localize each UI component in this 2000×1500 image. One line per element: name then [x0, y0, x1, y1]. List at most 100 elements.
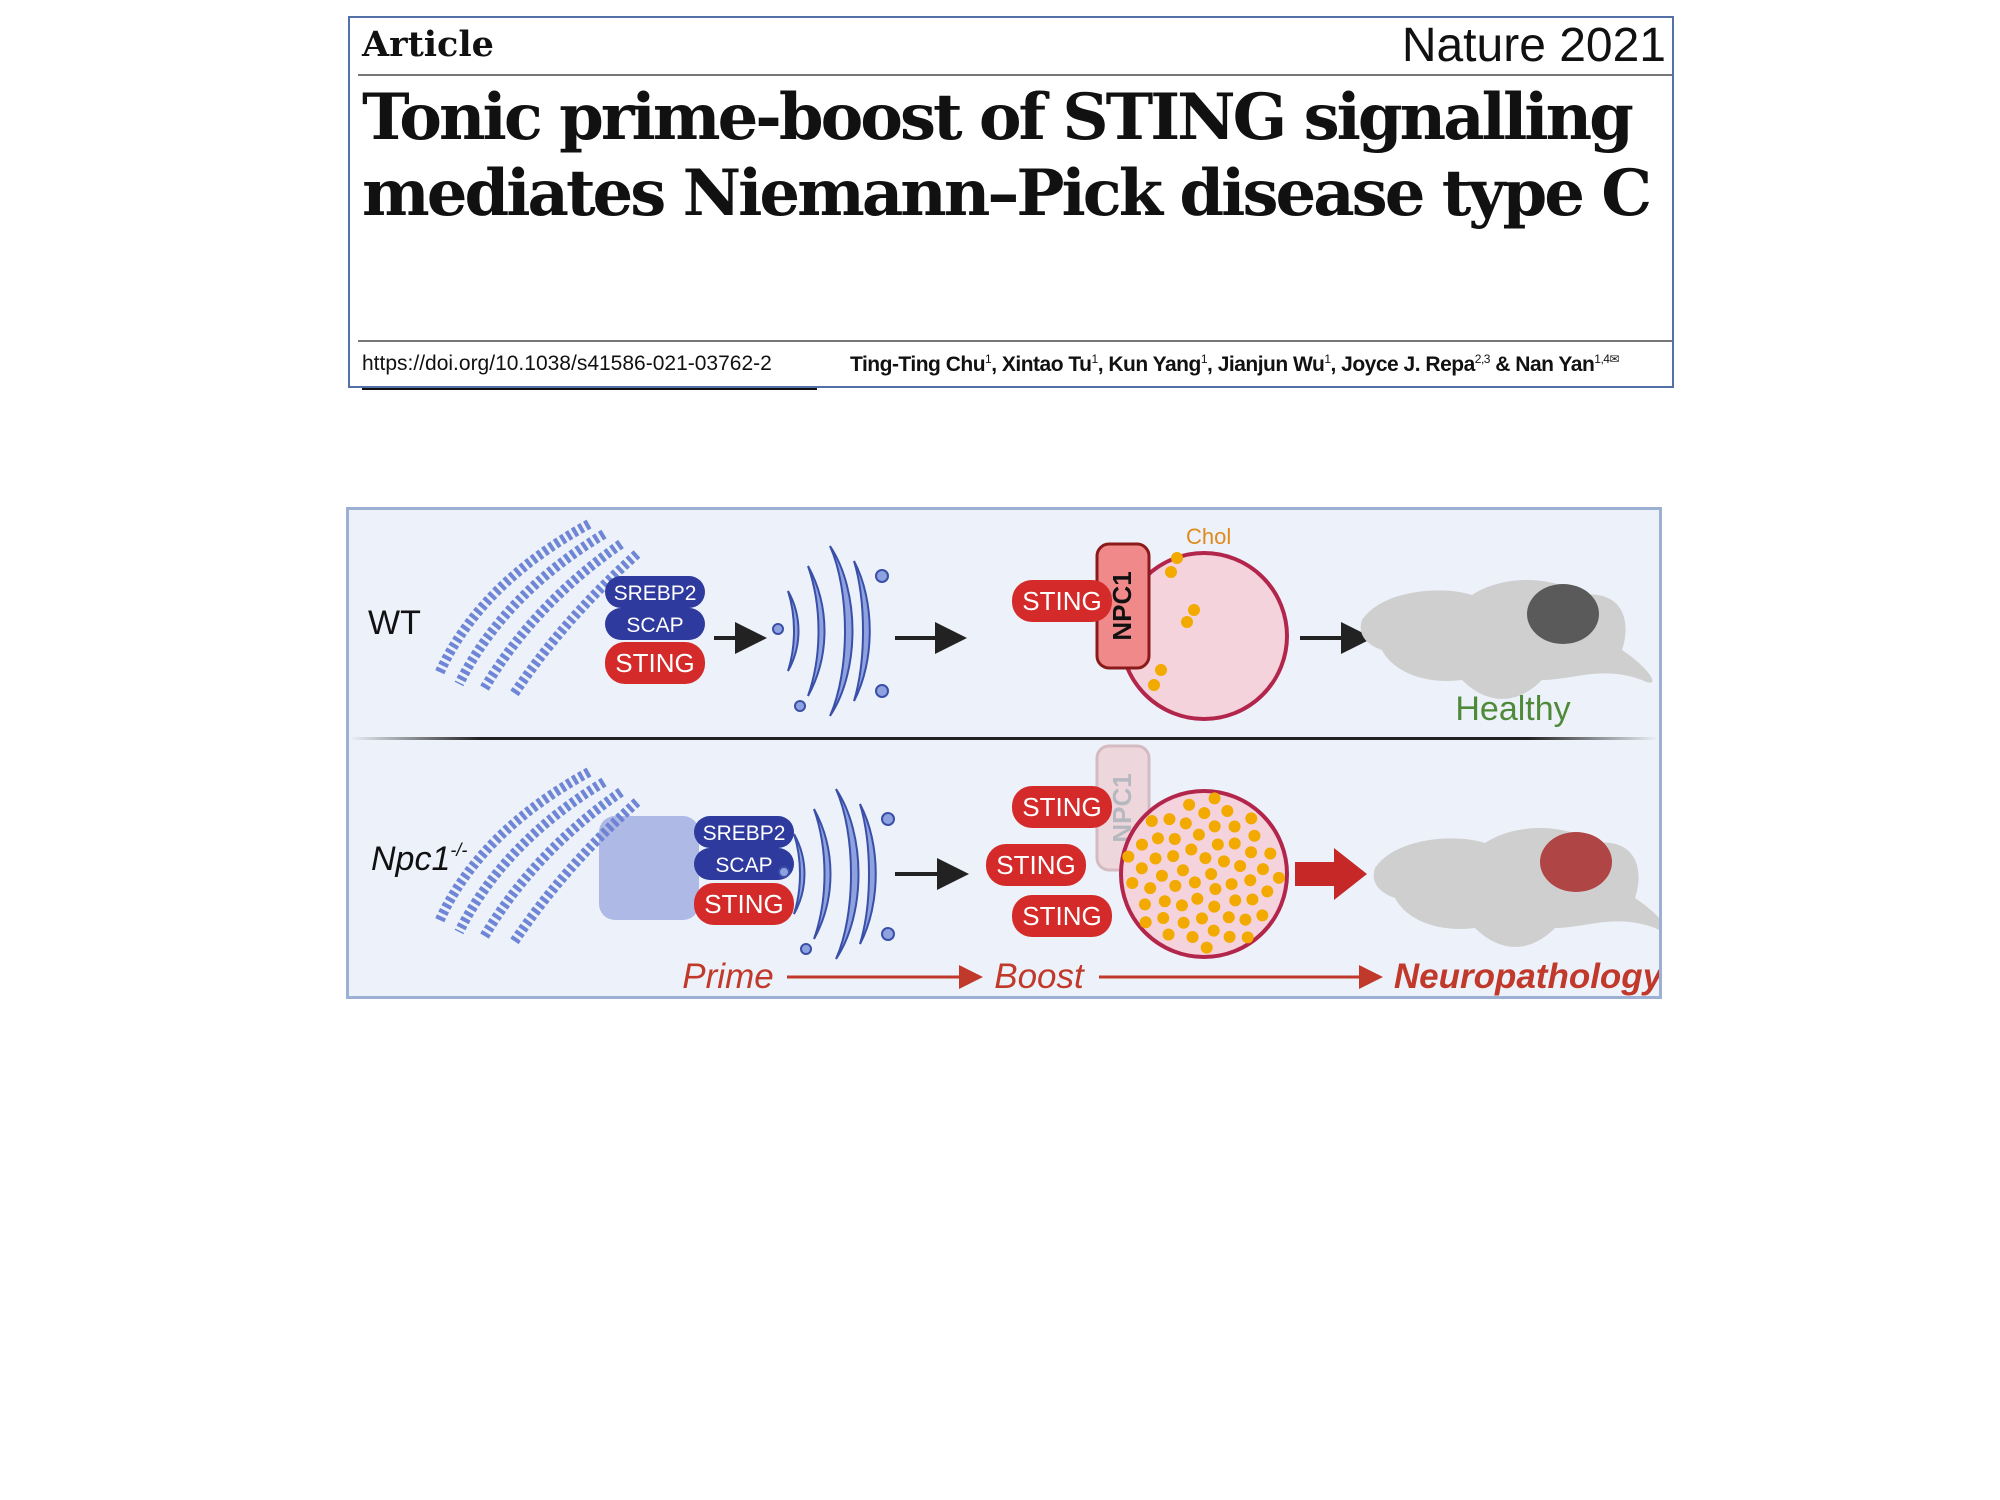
svg-text:STING: STING: [996, 850, 1075, 880]
cholesterol-dot: [1167, 850, 1180, 863]
cholesterol-dot: [1138, 898, 1151, 911]
srebp2-pill: SREBP2: [605, 576, 705, 608]
cholesterol-dot: [1144, 882, 1157, 895]
cholesterol-dot: [1208, 900, 1221, 913]
cholesterol-dot: [1176, 864, 1189, 877]
prime-label: Prime: [682, 957, 773, 996]
author-name: Jianjun Wu: [1217, 353, 1325, 376]
svg-text:STING: STING: [1022, 792, 1101, 822]
cholesterol-dot: [1149, 852, 1162, 865]
boost-label: Boost: [994, 957, 1085, 996]
svg-text:STING: STING: [615, 648, 694, 678]
cholesterol-dot: [1211, 838, 1224, 851]
cholesterol-dot: [1256, 909, 1269, 922]
protein-trail: [599, 816, 699, 920]
cholesterol-dot: [1199, 852, 1212, 865]
cholesterol-dot: [1223, 930, 1236, 943]
svg-text:STING: STING: [1022, 901, 1101, 931]
svg-text:SREBP2: SREBP2: [614, 582, 697, 605]
graphical-abstract: WT SREBP2 SCAP STING NPC1 STING Chol Hea…: [346, 507, 1662, 999]
cholesterol-dot: [1272, 871, 1285, 884]
cholesterol-dot: [1195, 912, 1208, 925]
cholesterol-dot: [1244, 874, 1257, 887]
cholesterol-dot: [1208, 792, 1221, 805]
cholesterol-dot: [1155, 869, 1168, 882]
healthy-label: Healthy: [1455, 690, 1570, 728]
cerebellum-icon: [1540, 832, 1612, 892]
cholesterol-dot: [1217, 855, 1230, 868]
cholesterol-dot: [1126, 876, 1139, 889]
cholesterol-dot: [1228, 820, 1241, 833]
cholesterol-dot: [1145, 815, 1158, 828]
figure-canvas: WT SREBP2 SCAP STING NPC1 STING Chol Hea…: [349, 510, 1659, 996]
article-header: Article Nature 2021 Tonic prime-boost of…: [348, 16, 1674, 390]
sting-pill: STING: [605, 642, 705, 684]
cholesterol-accumulation-icon: [1122, 792, 1285, 954]
cholesterol-dot: [1208, 820, 1221, 833]
cholesterol-dot: [1168, 832, 1181, 845]
author-list: Ting-Ting Chu1, Xintao Tu1, Kun Yang1, J…: [850, 352, 1620, 377]
article-title: Tonic prime-boost of STING signalling me…: [362, 80, 1662, 232]
brain-icon: [1373, 828, 1659, 947]
cholesterol-dot: [1207, 924, 1220, 937]
golgi-icon: [778, 788, 895, 960]
cholesterol-dot: [1177, 916, 1190, 929]
cholesterol-dot: [1239, 913, 1252, 926]
cholesterol-dot: [1163, 813, 1176, 826]
author-affiliation: 2,3: [1474, 352, 1491, 366]
sting-pill: STING: [1012, 580, 1112, 622]
big-arrow-icon: [1295, 848, 1367, 900]
cholesterol-dot: [1225, 878, 1238, 891]
cholesterol-dot: [1256, 863, 1269, 876]
author-affiliation: 1: [1200, 352, 1208, 366]
author-separator: ,: [1207, 353, 1218, 376]
brain-icon: [1360, 580, 1653, 699]
cholesterol-dot: [1122, 850, 1135, 863]
title-line-2: mediates Niemann–Pick disease type C: [362, 156, 1652, 231]
cerebellum-icon: [1527, 584, 1599, 644]
cholesterol-dot: [1135, 862, 1148, 875]
cholesterol-dot: [1157, 912, 1170, 925]
svg-text:STING: STING: [1022, 586, 1101, 616]
sting-pill: STING: [694, 883, 794, 925]
cholesterol-dot: [1264, 847, 1277, 860]
npc1-mutant-label: Npc1-/-: [371, 840, 467, 878]
author-separator: ,: [991, 353, 1002, 376]
svg-text:SREBP2: SREBP2: [703, 822, 786, 845]
cholesterol-dot: [1158, 895, 1171, 908]
envelope-icon[interactable]: ✉: [1609, 352, 1620, 366]
cholesterol-dot: [1209, 882, 1222, 895]
cholesterol-dot: [1245, 812, 1258, 825]
svg-text:SCAP: SCAP: [626, 614, 683, 637]
cholesterol-dot: [1221, 805, 1234, 818]
doi-link[interactable]: https://doi.org/10.1038/s41586-021-03762…: [362, 352, 817, 390]
author-affiliation: 1: [1091, 352, 1099, 366]
cholesterol-dot: [1222, 911, 1235, 924]
cholesterol-dot: [1179, 817, 1192, 830]
cholesterol-dot: [1175, 899, 1188, 912]
cholesterol-dot: [1229, 894, 1242, 907]
divider: [358, 340, 1672, 342]
author-affiliation: 1,4: [1594, 352, 1610, 366]
cholesterol-dot: [1192, 828, 1205, 841]
cholesterol-icon: [1148, 552, 1200, 691]
cholesterol-dot: [1169, 879, 1182, 892]
cholesterol-dot: [1162, 928, 1175, 941]
author-affiliation: 1: [985, 352, 992, 366]
scap-pill: SCAP: [605, 608, 705, 640]
scap-pill: SCAP: [694, 848, 794, 880]
cholesterol-dot: [1186, 931, 1199, 944]
cholesterol-dot: [1135, 838, 1148, 851]
cholesterol-dot: [1261, 885, 1274, 898]
author-name: Nan Yan: [1515, 353, 1595, 376]
cholesterol-dot: [1248, 829, 1261, 842]
wt-label: WT: [368, 604, 421, 642]
author-name: Joyce J. Repa: [1341, 353, 1475, 376]
cholesterol-dot: [1198, 807, 1211, 820]
divider: [358, 74, 1672, 76]
cholesterol-dot: [1139, 916, 1152, 929]
chol-label: Chol: [1186, 524, 1231, 549]
author-separator: ,: [1330, 353, 1342, 376]
golgi-icon: [772, 545, 889, 717]
sting-pill: STING: [1012, 895, 1112, 937]
